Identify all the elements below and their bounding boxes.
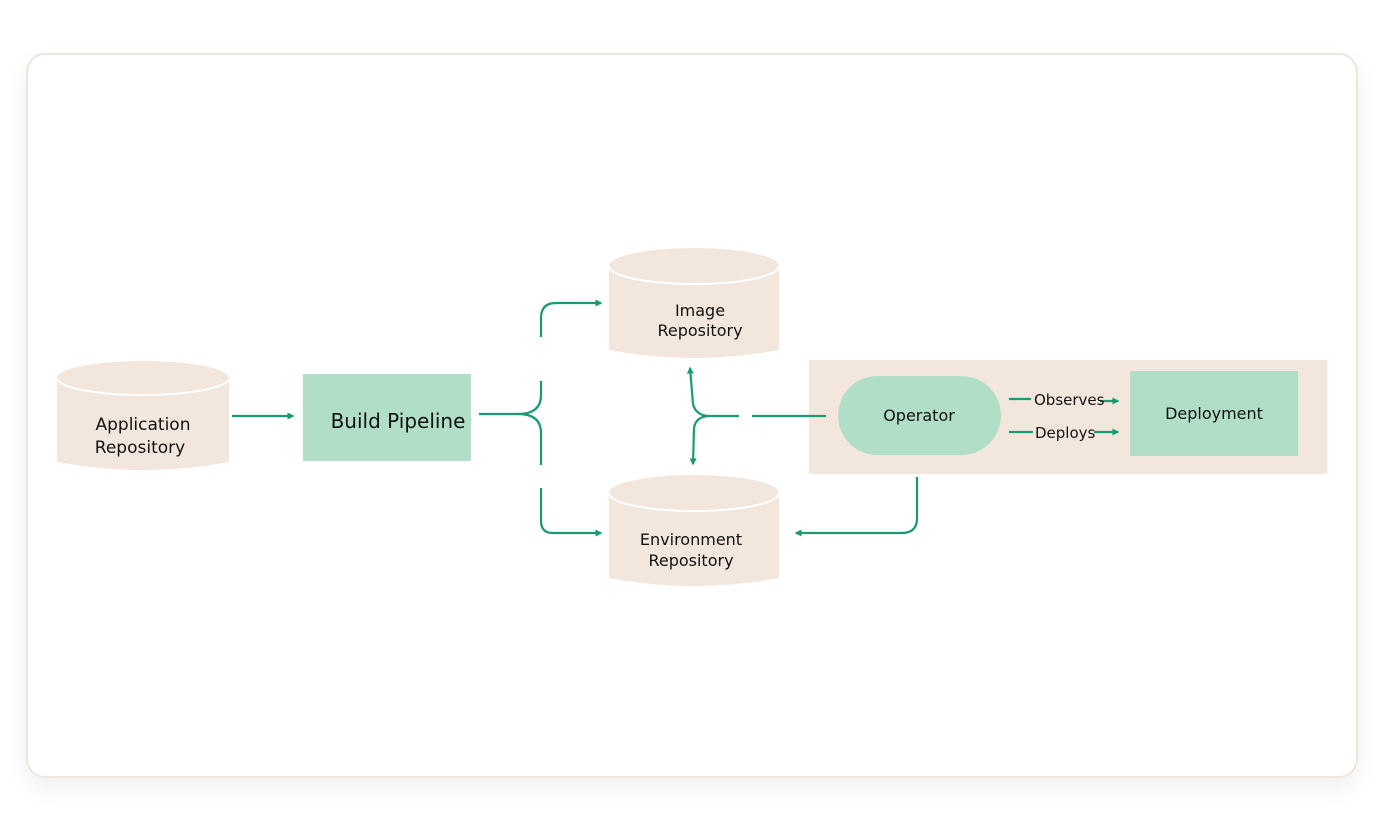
arrow-operator-to-environment-repo [689, 427, 697, 466]
application-repository-label-line2: Repository [95, 438, 185, 458]
build-pipeline-box [303, 374, 471, 461]
build-pipeline-label: Build Pipeline [331, 409, 466, 433]
connectors [232, 299, 1120, 537]
arrow-build-to-environment-repo [539, 488, 603, 537]
environment-repository-label-line2: Repository [648, 551, 733, 570]
application-repository-label-line1: Application [96, 415, 191, 435]
image-repository-node: Image Repository [608, 248, 780, 358]
application-repository-cylinder-rim [56, 377, 230, 396]
deployment-node: Deployment [1130, 371, 1298, 456]
environment-repository-node: Environment Repository [608, 475, 780, 586]
deployment-label: Deployment [1165, 404, 1263, 423]
image-repository-cylinder-rim [608, 265, 780, 285]
diagram-card [26, 53, 1358, 778]
fork-build-pipeline [479, 381, 543, 465]
application-repository-cylinder [57, 361, 229, 470]
deploys-label: Deploys [1035, 424, 1096, 442]
environment-repository-cylinder-rim [608, 492, 780, 512]
image-repository-cylinder [609, 248, 779, 358]
arrow-operator-to-image-repo [686, 366, 695, 405]
observes-label: Observes [1034, 391, 1105, 409]
build-pipeline-node: Build Pipeline [303, 374, 471, 461]
arrow-operator-down-to-environment-repo [794, 477, 919, 537]
operator-pill [838, 376, 1001, 455]
image-repository-label-line1: Image [675, 301, 725, 320]
bracket-operator-to-repos [691, 403, 739, 429]
operator-node: Operator [838, 376, 1001, 455]
image-repository-label-line2: Repository [657, 321, 742, 340]
environment-repository-label-line1: Environment [640, 530, 742, 549]
operator-label: Operator [883, 406, 955, 425]
deployment-box [1130, 371, 1298, 456]
arrow-build-to-image-repo [539, 299, 603, 337]
environment-repository-cylinder [609, 475, 779, 586]
application-repository-node: Application Repository [56, 361, 230, 470]
